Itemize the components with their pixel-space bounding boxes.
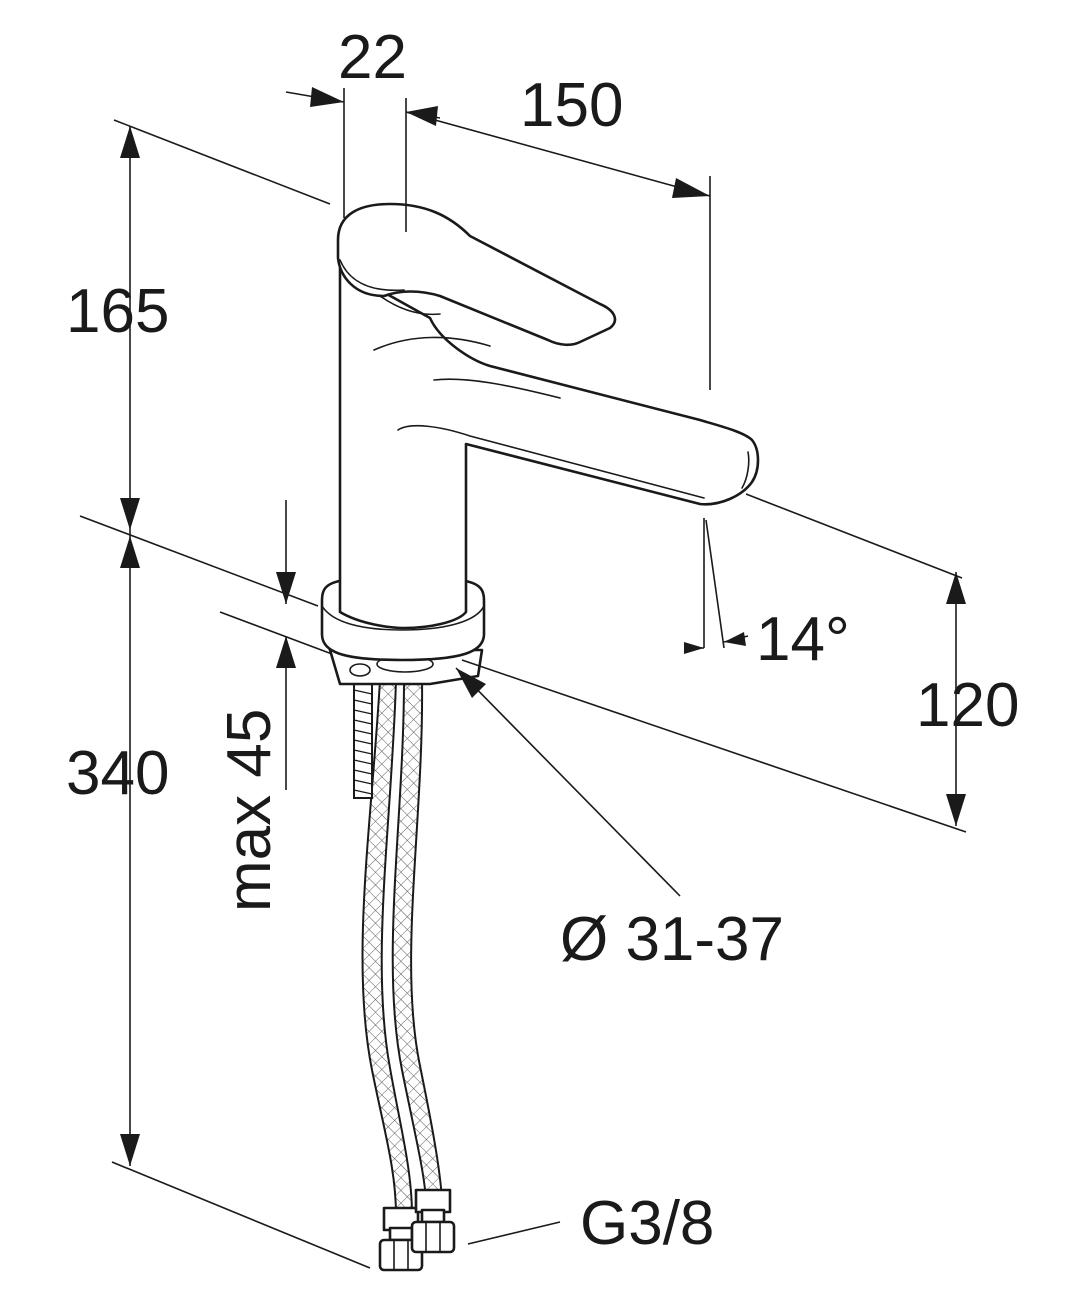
label-hose-length: 340 <box>66 739 169 808</box>
rod-thread <box>353 689 373 795</box>
label-spout-angle: 14° <box>756 605 850 674</box>
label-height-above-deck: 165 <box>66 277 169 346</box>
label-connection-thread: G3/8 <box>580 1189 714 1258</box>
fitting-right <box>410 1188 456 1254</box>
dimension-lines <box>79 87 967 1269</box>
label-body-width: 22 <box>338 23 407 92</box>
tap-body <box>320 202 760 662</box>
label-spout-reach: 150 <box>520 71 623 140</box>
label-max-deck-thickness: max 45 <box>215 709 284 912</box>
body-column-spout <box>338 266 760 630</box>
hose-assembly <box>328 648 484 1272</box>
lever-handle <box>336 202 617 347</box>
dimension-labels: 22 150 165 340 max 45 14° 120 Ø 31-37 G3… <box>66 23 1019 1258</box>
label-hole-diameter: Ø 31-37 <box>560 905 784 974</box>
label-outlet-height: 120 <box>916 671 1019 740</box>
